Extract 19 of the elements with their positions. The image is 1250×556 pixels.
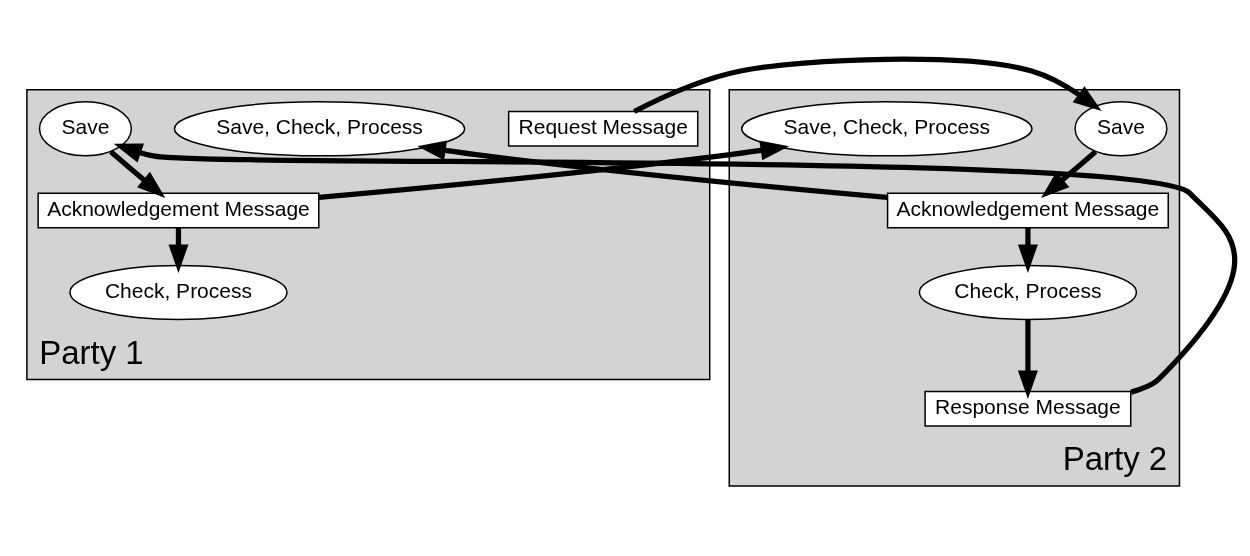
arrow: [168, 227, 189, 273]
node-ellipse: Save, Check, Process: [741, 100, 1033, 157]
node-box: Acknowledgement Message: [37, 192, 320, 229]
node-ellipse: Save, Check, Process: [173, 100, 466, 157]
arrow: [109, 149, 166, 198]
node-ellipse: Save: [38, 100, 133, 157]
node-box: Request Message: [507, 110, 699, 147]
node-box: Acknowledgement Message: [886, 192, 1169, 229]
node-ellipse: Check, Process: [69, 264, 288, 320]
arrow: [417, 139, 888, 200]
node-ellipse: Check, Process: [918, 264, 1138, 320]
node-box: Response Message: [924, 390, 1132, 427]
node-ellipse: Save: [1074, 100, 1168, 157]
arrow: [1017, 319, 1038, 399]
arrow: [1017, 227, 1038, 273]
arrow: [318, 139, 790, 200]
arrow: [633, 56, 1102, 114]
arrow: [113, 143, 1238, 395]
arrow: [1041, 149, 1098, 198]
